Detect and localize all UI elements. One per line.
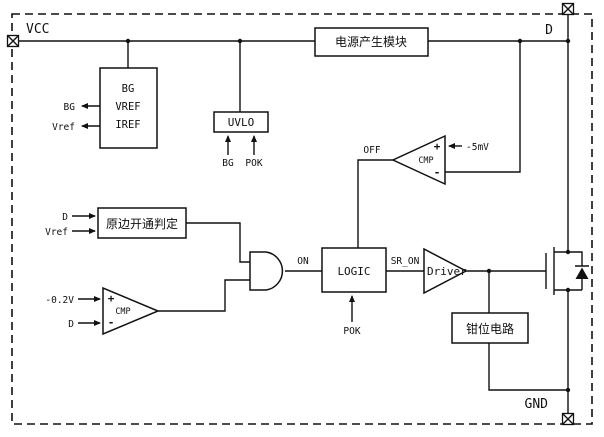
off-cmp-label: CMP [418,156,433,166]
d-cmp-input-label: D [68,319,74,330]
sron-signal-label: SR_ON [391,256,420,267]
neg5mv-label: -5mV [466,142,489,153]
bg-output-label: BG [64,102,76,113]
off-comparator-wires [357,41,521,248]
logic-label: LOGIC [337,265,370,278]
d-input-label: D [62,212,68,223]
ref-block-label-bg: BG [122,83,135,95]
driver-triangle-icon [423,247,468,295]
clamp-wires [488,271,568,391]
uvlo-pok-label: POK [245,158,262,169]
pok-input-label: POK [343,326,360,337]
logic-block [321,247,387,293]
vcc-pin [6,34,20,48]
body-diode-wires [568,251,589,291]
ref-block-label-iref: IREF [115,119,140,131]
off-cmp-minus: - [434,166,441,179]
reference-block [99,67,158,149]
primary-detect-label: 原边开通判定 [106,216,178,231]
chip-boundary [11,13,593,425]
clamp-block [451,312,529,344]
driver-label: Driver [427,265,467,278]
gnd-pin [561,412,575,426]
uvlo-bg-label: BG [222,158,234,169]
on-cmp-label: CMP [115,307,130,317]
primary-detect-block [97,207,187,239]
vref-input-label: Vref [45,227,68,238]
off-cmp-plus: + [434,140,441,153]
clamp-label: 钳位电路 [466,321,514,336]
and-gate-icon [249,251,284,291]
vcc-pin-label: VCC [26,22,49,37]
and-input-wires [158,222,250,312]
uvlo-block [213,111,269,133]
off-comparator-icon [391,134,446,186]
d-pin [561,2,575,16]
ref-block-label-vref: VREF [115,101,140,113]
body-diode-icon [575,267,589,279]
vref-output-label: Vref [52,122,75,133]
d-rail-wire [554,14,569,253]
junction-dots [125,38,571,393]
vcc-rail-wires [18,40,568,112]
mosfet-wires [545,247,569,414]
on-cmp-minus: - [108,316,115,329]
on-cmp-plus: + [108,292,115,305]
neg02v-label: -0.2V [45,295,74,306]
off-signal-label: OFF [363,145,380,156]
gnd-pin-label: GND [525,397,549,412]
on-comparator-icon [102,286,160,336]
d-pin-label: D [545,23,553,38]
power-module-label: 电源产生模块 [335,35,407,49]
on-signal-label: ON [297,256,309,267]
power-module-block [314,27,429,57]
uvlo-label: UVLO [228,116,255,129]
